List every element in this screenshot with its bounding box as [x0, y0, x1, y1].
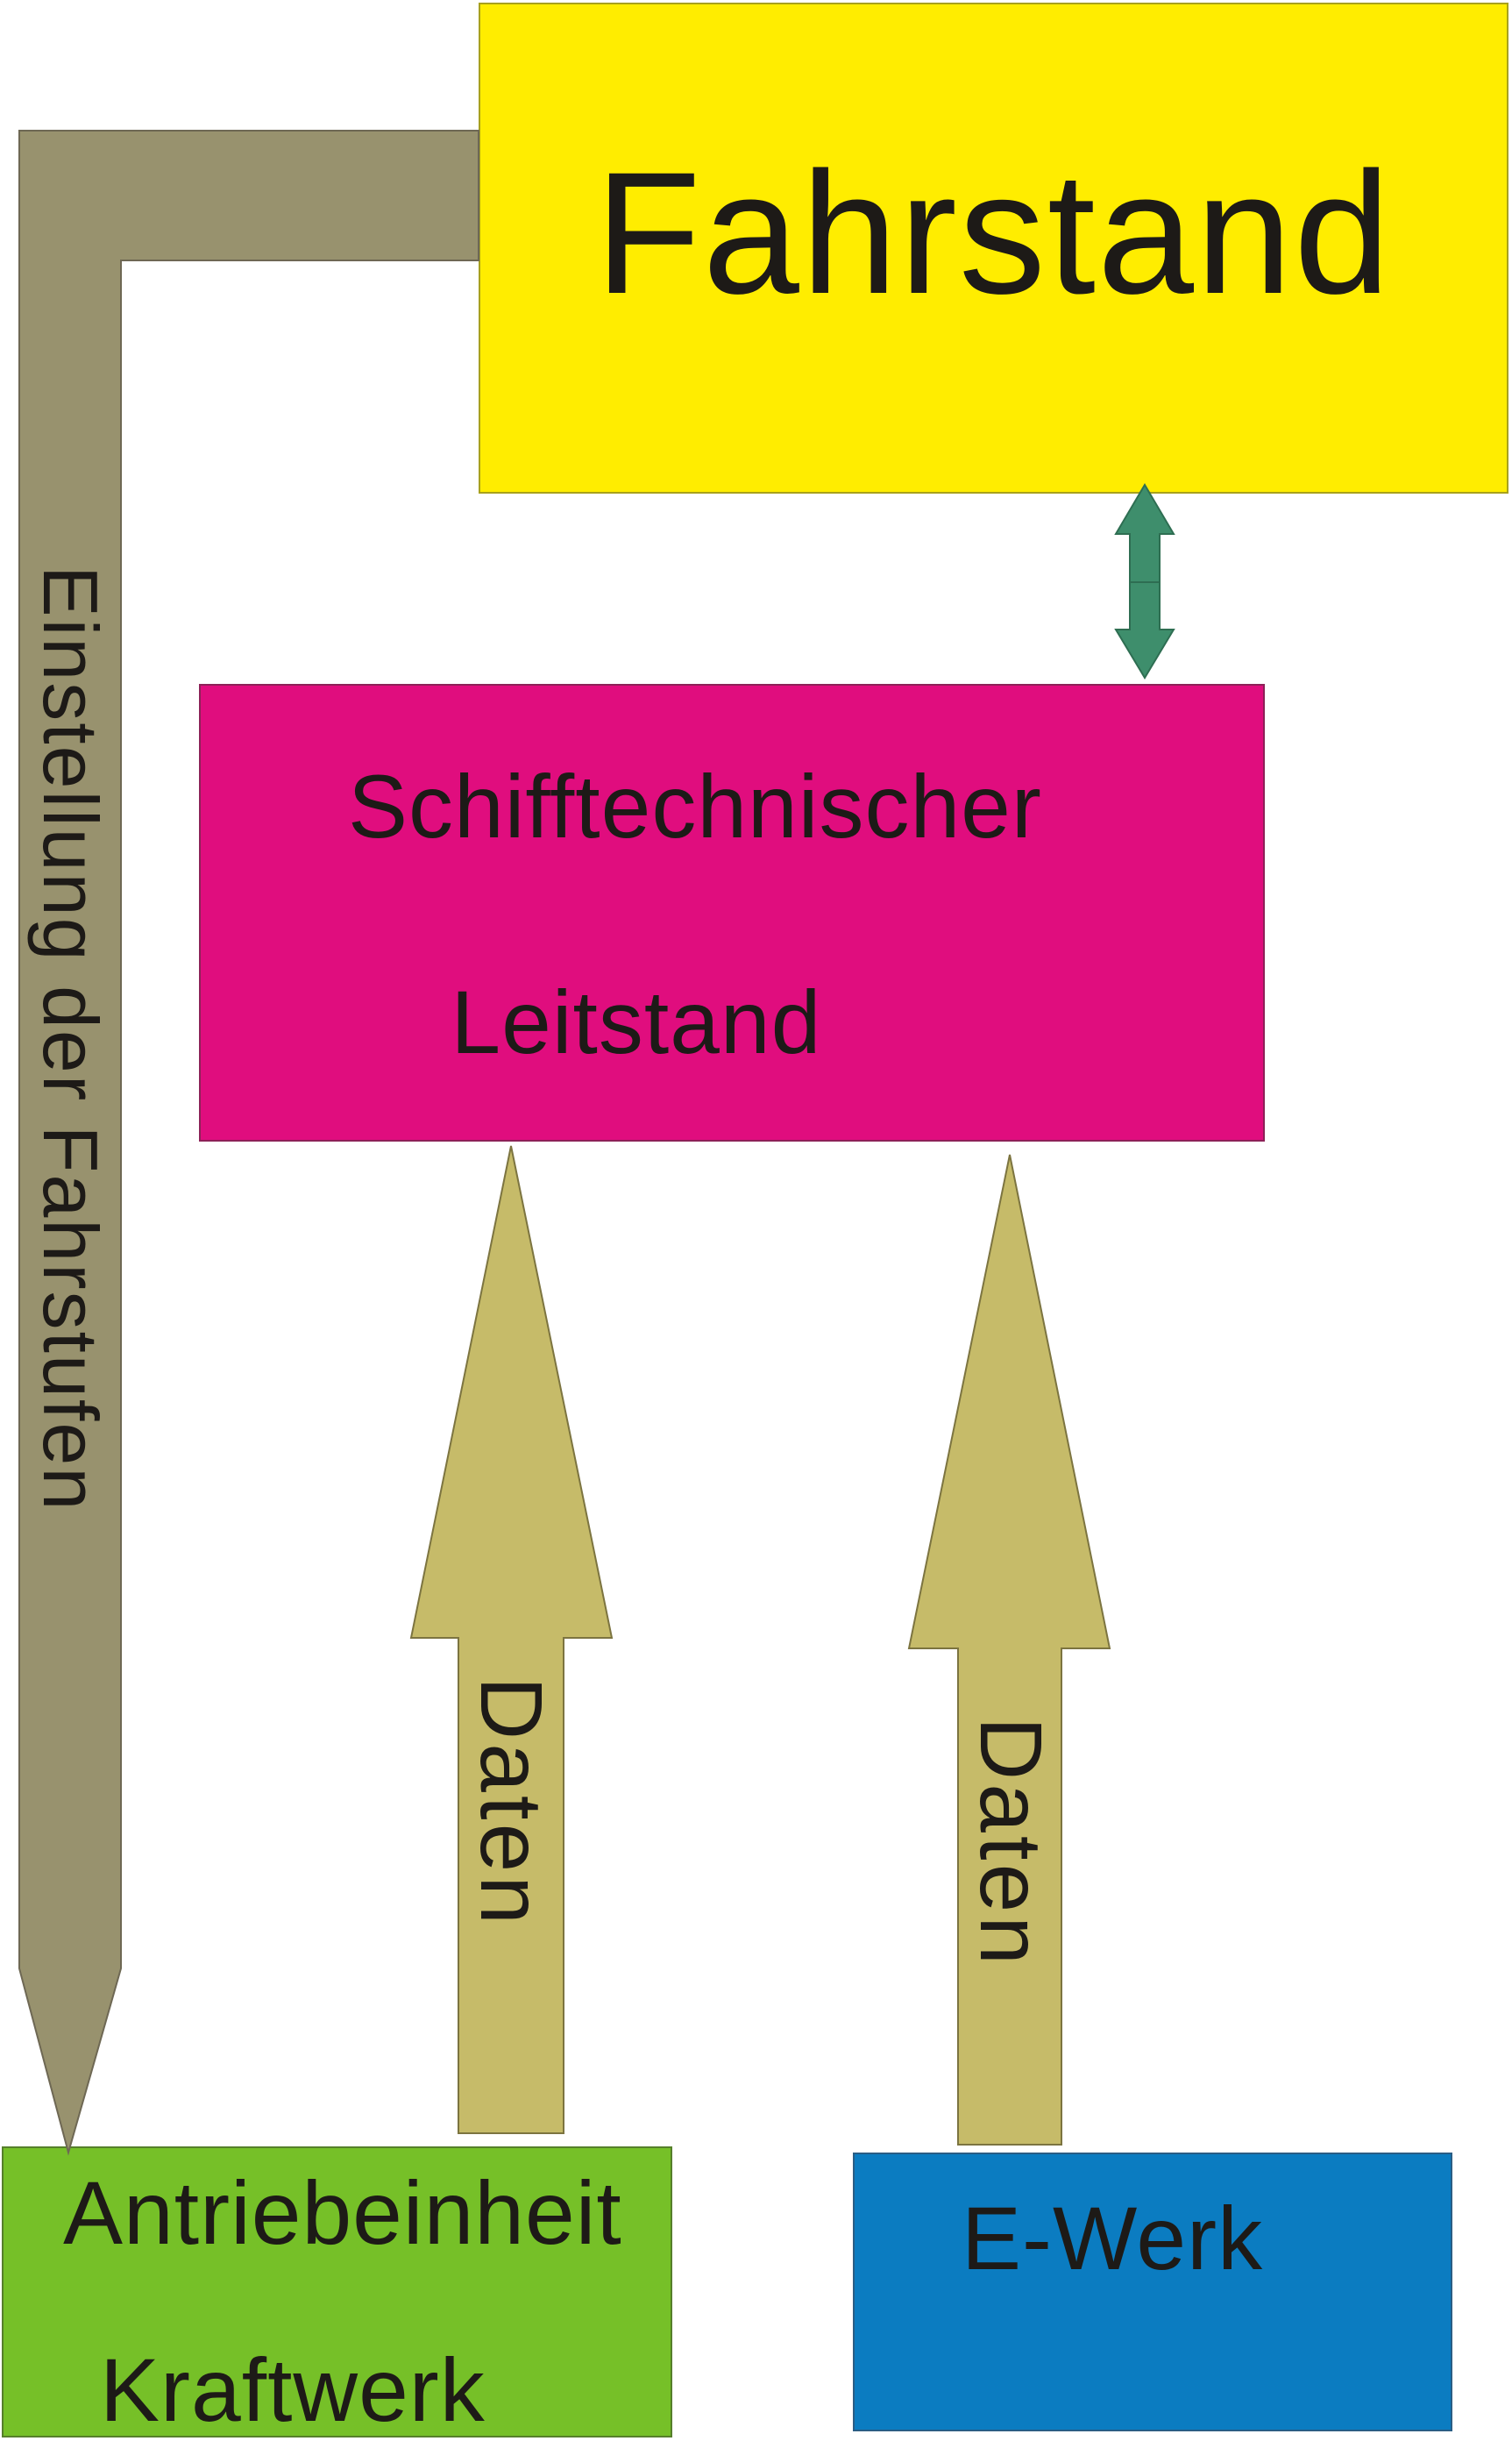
fahrstand-label: Fahrstand: [594, 136, 1393, 330]
antrieb-label: Antriebeinheit Kraftwerk: [63, 2168, 622, 2440]
leitstand-label-line1: Schifftechnischer: [348, 757, 1042, 857]
daten-right-arrow-label: Daten: [962, 1717, 1060, 1968]
leitstand-label: Schifftechnischer Leitstand: [348, 753, 1042, 1077]
einstellung-arrow-label: Einstellung der Fahrstufen: [27, 566, 114, 1512]
leitstand-label-line2: Leitstand: [451, 972, 822, 1072]
antrieb-box: [2, 2146, 672, 2437]
ewerk-box: [853, 2153, 1452, 2431]
antrieb-label-line1: Antriebeinheit: [63, 2163, 622, 2263]
daten-left-arrow-label: Daten: [462, 1676, 560, 1928]
fahrstand-box: [479, 3, 1508, 494]
kopplung-down-arrow-icon: [1114, 581, 1175, 680]
ewerk-label: E-Werk: [962, 2188, 1264, 2288]
kopplung-up-arrow-icon: [1114, 483, 1175, 583]
antrieb-label-line2: Kraftwerk: [100, 2340, 486, 2440]
